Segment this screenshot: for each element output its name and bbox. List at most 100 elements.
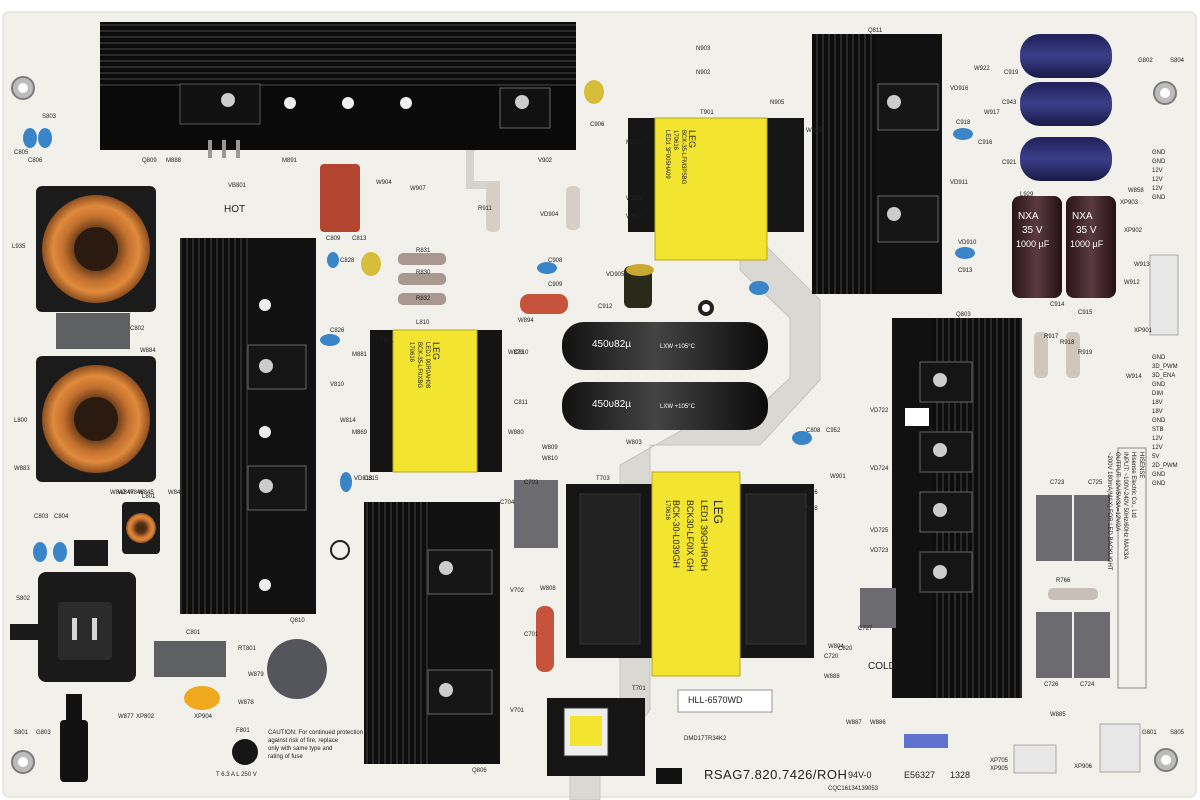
refdes-m891: M891 — [282, 158, 298, 164]
transformer-t801 — [370, 329, 502, 473]
recog-label: E56327 — [904, 770, 936, 780]
refdes-c805: C805 — [14, 150, 29, 156]
refdes-w884: W884 — [140, 348, 156, 354]
refdes-w888: W888 — [824, 674, 840, 680]
refdes-v810: V810 — [330, 382, 345, 388]
refdes-vb801: VB801 — [228, 183, 247, 189]
refdes-w878: W878 — [238, 700, 254, 706]
refdes-c918: C918 — [956, 120, 971, 126]
refdes-vd725: VD725 — [870, 528, 889, 534]
ink-mark — [904, 734, 948, 748]
refdes-xp906: XP906 — [1074, 764, 1093, 770]
refdes-c720: C720 — [824, 654, 839, 660]
refdes-c810: C810 — [514, 350, 529, 356]
refdes-q803: Q803 — [956, 312, 971, 318]
refdes-vd916: VD916 — [950, 86, 969, 92]
bulk-caps — [562, 322, 768, 430]
refdes-m888: M888 — [166, 158, 182, 164]
refdes-w914: W914 — [1126, 374, 1142, 380]
refdes-t901: T901 — [700, 110, 714, 116]
refdes-c701: C701 — [524, 632, 539, 638]
ac-inlet — [10, 540, 136, 682]
refdes-n903: N903 — [696, 46, 711, 52]
refdes-q810: Q810 — [290, 618, 305, 624]
refdes-r918: R918 — [1060, 340, 1075, 346]
refdes-vd911: VD911 — [950, 180, 968, 186]
mounting-holes — [11, 76, 1178, 774]
transformer-t701 — [547, 698, 645, 776]
fuse-code-label: F801 — [236, 728, 250, 734]
refdes-c803: C803 — [34, 514, 49, 520]
refdes-vd813: VD813 — [354, 476, 373, 482]
refdes-c703: C703 — [524, 480, 539, 486]
y-cap-orange — [184, 686, 220, 710]
refdes-c826: C826 — [330, 328, 345, 334]
film-caps — [514, 480, 1110, 678]
refdes-n902: N902 — [696, 70, 711, 76]
refdes-xp905: XP905 — [990, 766, 1009, 772]
refdes-w913: W913 — [1134, 262, 1150, 268]
refdes-vd723: VD723 — [870, 548, 889, 554]
transformer-t901 — [628, 117, 804, 261]
refdes-c952: C952 — [826, 428, 841, 434]
refdes-w895: W895 — [806, 128, 822, 134]
cqc-label: CQC16134139053 — [828, 786, 879, 792]
refdes-vd910: VD910 — [958, 240, 977, 246]
refdes-v701: V701 — [510, 708, 525, 714]
refdes-xp705: XP705 — [990, 758, 1009, 764]
refdes-rt801: RT801 — [238, 646, 256, 652]
refdes-v702: V702 — [510, 588, 525, 594]
refdes-w883: W883 — [14, 466, 30, 472]
refdes-vd722: VD722 — [870, 408, 889, 414]
refdes-w885: W885 — [1050, 712, 1066, 718]
info-box — [1117, 447, 1147, 689]
red-components — [320, 164, 1098, 672]
refdes-l929: L929 — [1020, 192, 1034, 198]
refdes-g803: G803 — [36, 730, 51, 736]
refdes-w912: W912 — [1124, 280, 1140, 286]
refdes-c820: C820 — [838, 646, 853, 652]
refdes-xp902: XP902 — [1124, 228, 1143, 234]
refdes-r766: R766 — [1056, 578, 1071, 584]
refdes-t703: T703 — [596, 476, 610, 482]
refdes-s803: S803 — [42, 114, 57, 120]
model-sticker — [677, 689, 773, 713]
refdes-vd905: VD905 — [606, 272, 625, 278]
refdes-c808: C808 — [806, 428, 821, 434]
refdes-xp903: XP903 — [1120, 200, 1139, 206]
refdes-w845: W845 — [138, 490, 154, 496]
ceramic-caps-blue — [23, 128, 975, 562]
refdes-r919: R919 — [1078, 350, 1093, 356]
refdes-w808: W808 — [540, 586, 556, 592]
cold-zone-label: COLD — [868, 661, 896, 672]
refdes-r911: R911 — [478, 206, 492, 212]
refdes-w814: W814 — [340, 418, 356, 424]
hot-zone-label: HOT — [224, 204, 246, 215]
choke-l935 — [36, 186, 156, 312]
refdes-c727: C727 — [858, 626, 873, 632]
thermistor — [232, 739, 258, 765]
refdes-c828: C828 — [340, 258, 355, 264]
fuse-f801 — [60, 694, 88, 782]
refdes-w842: W842 — [110, 490, 126, 496]
refdes-r830: R830 — [416, 270, 431, 276]
refdes-v902: V902 — [538, 158, 553, 164]
heatsink-top-right — [812, 34, 942, 294]
refdes-t801: T801 — [380, 338, 394, 344]
varistor — [267, 639, 327, 699]
x-cap-c802 — [56, 313, 130, 349]
refdes-c804: C804 — [54, 514, 69, 520]
ul-mark-label: 94V-0 — [848, 770, 872, 780]
logo-w — [656, 768, 682, 784]
refdes-w880: W880 — [508, 430, 524, 436]
refdes-w843: W843 — [168, 490, 184, 496]
refdes-w858: W858 — [1128, 188, 1144, 194]
refdes-l800: L800 — [14, 418, 28, 424]
refdes-xp904: XP904 — [194, 714, 213, 720]
refdes-c914: C914 — [1050, 302, 1065, 308]
heatsink-middle — [364, 502, 500, 764]
refdes-g801: G801 — [1142, 730, 1157, 736]
refdes-w908: W908 — [802, 506, 818, 512]
refdes-q811: Q811 — [868, 28, 883, 34]
refdes-w922: W922 — [974, 66, 990, 72]
